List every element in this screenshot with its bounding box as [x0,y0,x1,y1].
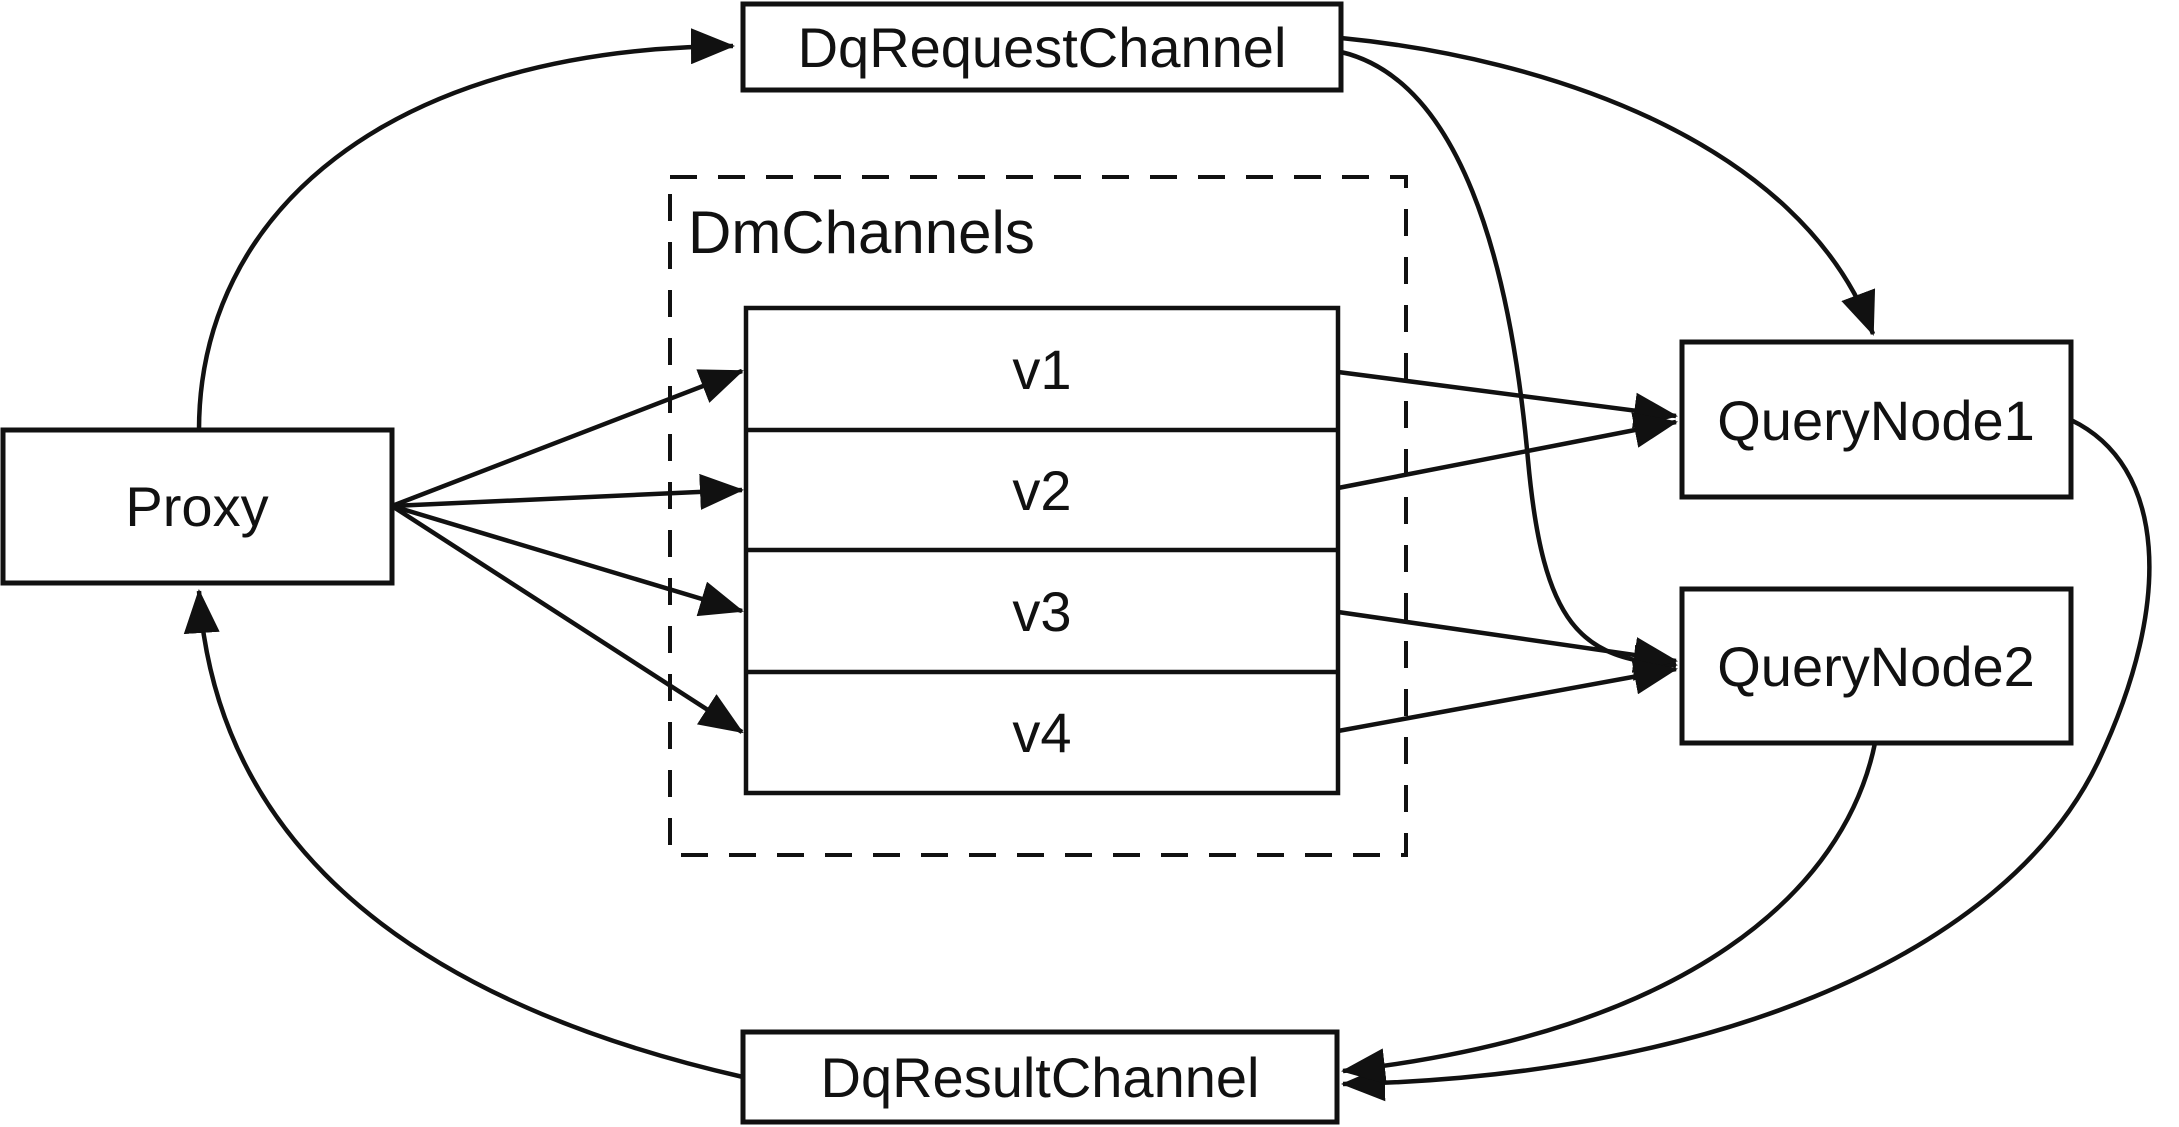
querynode2-label: QueryNode2 [1717,635,2035,698]
edges [183,28,2152,1102]
proxy-box [0,427,395,586]
edge-dqrequestchannel-to-querynode2 [1340,49,1678,681]
node-dqrequestchannel: DqRequestChannel [740,1,1344,93]
node-querynode1: QueryNode1 [1679,339,2074,500]
edge-v2-to-querynode1 [1337,412,1678,491]
dmchannels-table: v1 v2 v3 v4 [743,305,1341,796]
edge-proxy-to-v4 [390,504,744,734]
edge-v1-to-querynode1 [1337,369,1678,429]
channel-row-v4-label: v4 [1012,701,1071,764]
edge-v4-to-querynode2 [1337,658,1678,734]
channel-row-v1-label: v1 [1012,338,1071,401]
querynode2-box [1679,586,2074,746]
dqrequestchannel-box [740,1,1344,93]
node-querynode2: QueryNode2 [1679,586,2074,746]
edge-dqresultchannel-to-proxy [183,589,744,1080]
querynode1-box [1679,339,2074,500]
proxy-label: Proxy [125,475,268,538]
edge-proxy-to-dqrequestchannel [196,28,735,431]
edge-v3-to-querynode2 [1337,609,1678,673]
edge-dqrequestchannel-to-querynode1 [1340,35,1876,336]
edge-querynode1-to-dqresultchannel [1341,417,2152,1102]
edge-querynode2-to-dqresultchannel [1341,742,1878,1085]
edge-proxy-to-v1 [391,368,744,509]
channel-row-v2-label: v2 [1012,459,1071,522]
querynode1-label: QueryNode1 [1717,389,2035,452]
dqresultchannel-box [740,1029,1340,1125]
channel-row-v3-label: v3 [1012,580,1071,643]
dmchannels-label: DmChannels [688,199,1035,266]
edge-proxy-to-v2 [391,473,744,510]
edge-proxy-to-v3 [391,503,744,617]
node-dqresultchannel: DqResultChannel [740,1029,1340,1125]
dqrequestchannel-label: DqRequestChannel [798,16,1287,79]
dqresultchannel-label: DqResultChannel [821,1046,1260,1109]
node-proxy: Proxy [0,427,395,586]
dmchannels-group-box [668,175,1408,857]
